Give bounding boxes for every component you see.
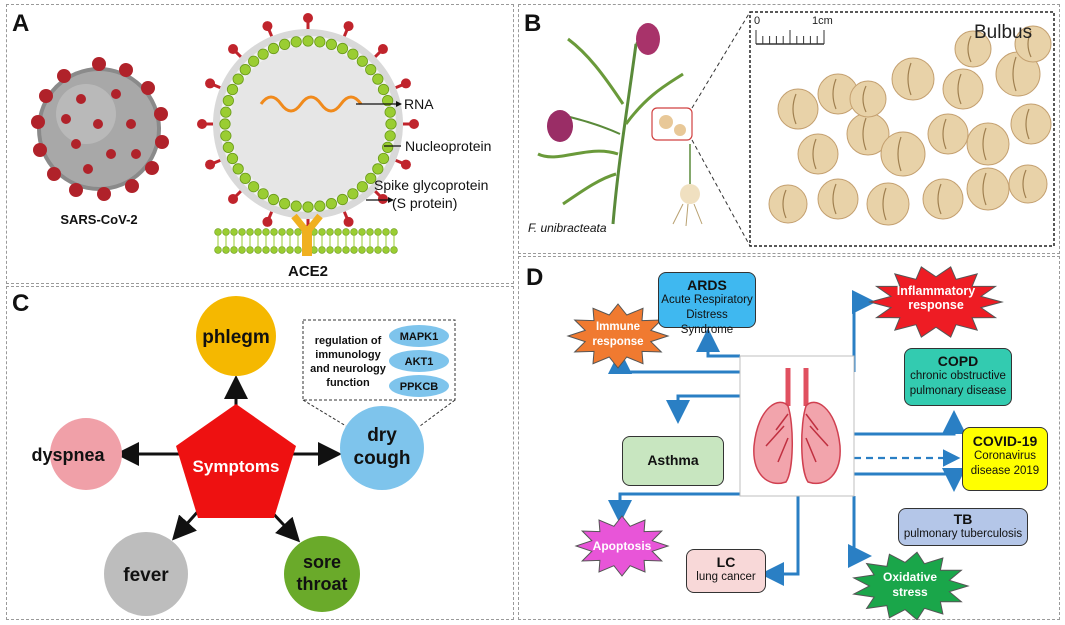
ace2-receptor-icon — [291, 213, 323, 256]
covid-sub-1: Coronavirus — [974, 450, 1036, 462]
reg-line-2: immunology — [315, 349, 381, 361]
immune-starburst — [566, 303, 670, 369]
tb-title: TB — [953, 511, 973, 527]
panel-c-diagram: Symptoms phlegm dyspnea dry cough fever … — [31, 296, 456, 616]
oxid-label-1: Oxidative — [883, 570, 937, 584]
lc-box: LC lung cancer — [686, 549, 766, 593]
inflam-label-1: Inflammatory — [897, 284, 976, 298]
panel-d-diagram: Immune response Inflammatory response Ap… — [566, 266, 1004, 620]
panel-d — [518, 256, 1060, 620]
rna-label: RNA — [404, 96, 434, 112]
covid-box: COVID-19 Coronavirus disease 2019 — [962, 427, 1048, 491]
spike-label-1: Spike glycoprotein — [374, 177, 488, 193]
reg-line-1: regulation of — [315, 335, 382, 347]
sore-throat-circle — [284, 536, 360, 612]
immune-label-2: response — [592, 336, 643, 348]
gene-akt1: AKT1 — [405, 356, 434, 368]
ards-box: ARDS Acute Respiratory Distress Syndrome — [658, 272, 756, 336]
panel-d-label: D — [526, 264, 544, 291]
scale-zero: 0 — [754, 15, 760, 27]
reg-line-4: function — [326, 377, 370, 389]
phlegm-label: phlegm — [202, 327, 270, 348]
oxidative-starburst — [852, 551, 970, 620]
symptoms-label: Symptoms — [193, 457, 280, 476]
reg-line-3: and neurology — [310, 363, 387, 375]
fritillaria-plant-icon — [537, 23, 703, 227]
copd-sub-2: pulmonary disease — [909, 385, 1007, 397]
panel-c — [6, 286, 514, 620]
panel-a — [6, 4, 514, 284]
covid-title: COVID-19 — [972, 433, 1038, 449]
tb-sub: pulmonary tuberculosis — [903, 528, 1023, 540]
copd-box: COPD chronic obstructive pulmonary disea… — [904, 348, 1012, 406]
panel-b-illustration: F. unibracteata 0 1cm Bulbus — [528, 11, 1055, 247]
lc-sub: lung cancer — [696, 571, 756, 583]
tb-box: TB pulmonary tuberculosis — [898, 508, 1028, 546]
phlegm-circle — [196, 296, 276, 376]
scale-bar — [755, 30, 825, 45]
asthma-box: Asthma — [622, 436, 724, 486]
panel-a-label: A — [12, 10, 30, 37]
sore-throat-label-1: sore — [303, 552, 341, 572]
virus-label: SARS-CoV-2 — [60, 212, 137, 227]
ards-sub-1: Acute Respiratory — [661, 294, 753, 306]
inflam-label-2: response — [908, 298, 964, 312]
coronavirus-icon — [31, 57, 169, 201]
apoptosis-label: Apoptosis — [593, 539, 652, 553]
panel-b — [518, 4, 1060, 254]
gene-ellipse-ppkcb — [389, 375, 449, 397]
sore-throat-label-2: throat — [297, 574, 348, 594]
bulbus-label: Bulbus — [974, 22, 1032, 43]
dry-cough-circle — [340, 406, 424, 490]
dry-cough-label-2: cough — [354, 448, 411, 469]
lungs-icon — [753, 368, 841, 485]
immune-label-1: Immune — [596, 321, 640, 333]
covid-sub-2: disease 2019 — [970, 465, 1040, 477]
dry-cough-label-1: dry — [367, 425, 397, 446]
gene-ppkcb: PPKCB — [400, 381, 439, 393]
ards-sub-2: Distress Syndrome — [680, 309, 734, 336]
panel-b-label: B — [524, 10, 542, 37]
asthma-title: Asthma — [647, 452, 699, 468]
scale-unit: 1cm — [812, 15, 833, 27]
lungs-image-frame — [739, 355, 855, 497]
lc-title: LC — [716, 554, 736, 570]
ards-title: ARDS — [687, 277, 727, 293]
nucleoprotein-label: Nucleoprotein — [405, 138, 491, 154]
species-label: F. unibracteata — [528, 221, 607, 235]
gene-ellipse-akt1 — [389, 350, 449, 372]
gene-ellipse-mapk1 — [389, 325, 449, 347]
inflammatory-starburst — [868, 266, 1004, 338]
virion-schematic — [197, 13, 419, 235]
apoptosis-starburst — [574, 515, 670, 577]
dyspnea-circle — [50, 418, 122, 490]
spike-label-2: (S protein) — [392, 195, 457, 211]
bulbus-photo — [768, 25, 1052, 226]
panel-a-illustration: SARS-CoV-2 ACE2 RNA Nucleoprotein Spike … — [31, 13, 491, 280]
gene-mapk1: MAPK1 — [400, 331, 439, 343]
copd-sub-1: chronic obstructive — [910, 370, 1006, 382]
ace2-label: ACE2 — [288, 263, 328, 280]
panel-c-label: C — [12, 290, 30, 317]
fever-circle — [104, 532, 188, 616]
symptoms-pentagon — [176, 404, 296, 518]
copd-title: COPD — [937, 353, 979, 369]
oxid-label-2: stress — [892, 585, 928, 599]
fever-label: fever — [123, 565, 169, 586]
dyspnea-label: dyspnea — [31, 445, 105, 465]
